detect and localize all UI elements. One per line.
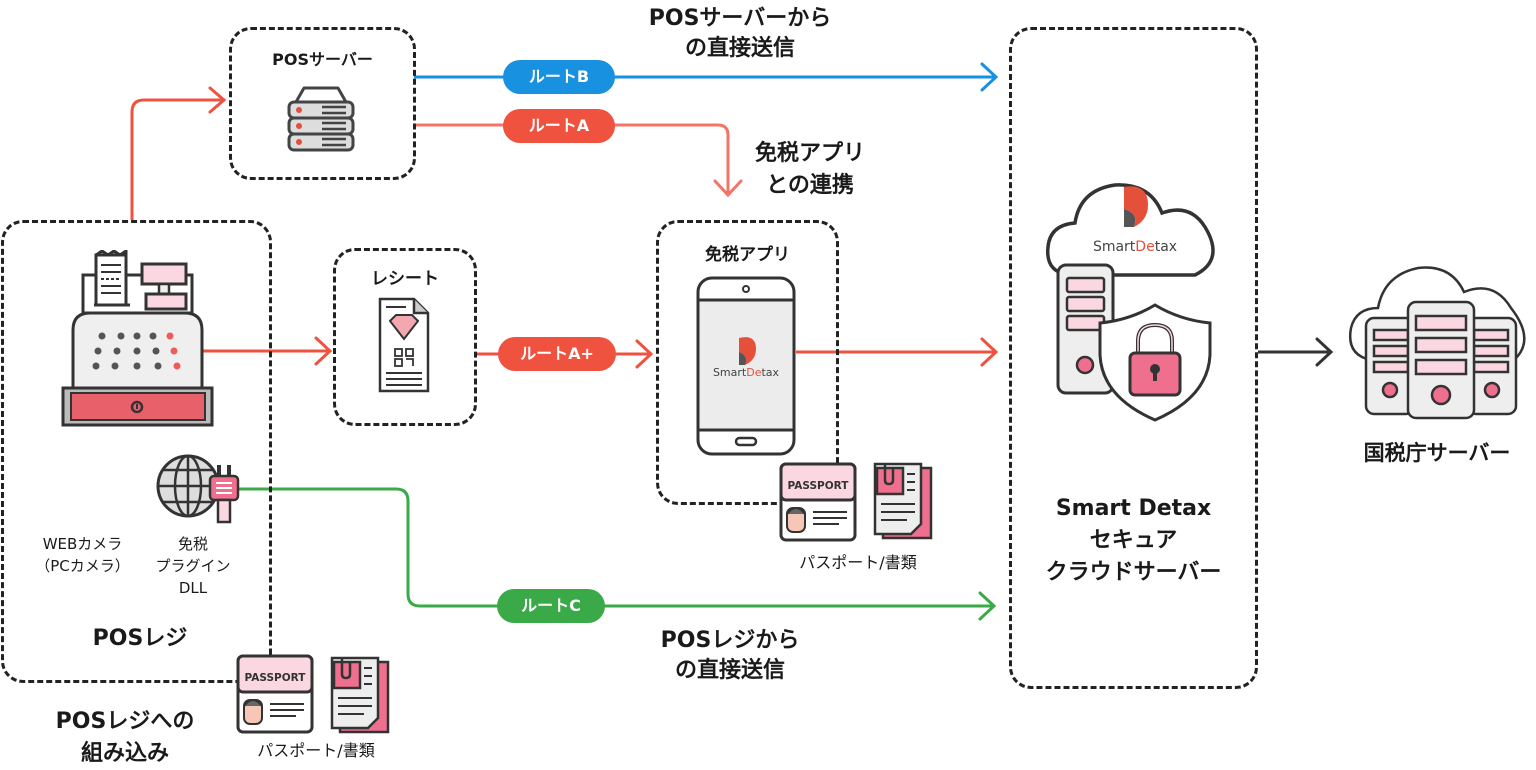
annotation-app-link-line2: との連携: [766, 173, 854, 198]
smartdetax-logo-icon: [739, 337, 756, 365]
cloud-server-title-line1: Smart Detax: [1055, 496, 1212, 521]
annotation-from-pos-server-line1: POSサーバーから: [648, 6, 832, 31]
pos-server-title: POSサーバー: [272, 50, 373, 69]
cloud-brand-name: SmartDetax: [1060, 239, 1210, 255]
annotation-app-link-line1: 免税アプリ: [754, 141, 865, 166]
cloud-server-title-line2: セキュア: [1089, 528, 1178, 553]
annotation-from-pos-register-line2: の直接送信: [674, 658, 785, 683]
pos-register-box: [1, 220, 272, 683]
cloud-server-title: Smart Detax セキュア クラウドサーバー: [1009, 493, 1258, 589]
arrowhead-route-a-plus: [635, 339, 654, 369]
pos-register-title: POSレジ: [92, 626, 188, 651]
receipt-icon: [378, 297, 430, 393]
cash-register-icon: [61, 250, 214, 427]
app-brand-a: Smart: [712, 366, 747, 379]
passport-icon-app: PASSPORT: [779, 462, 857, 542]
cloud-brand-c: tax: [1154, 239, 1178, 255]
nta-cloud-servers-icon: [1348, 266, 1526, 420]
plugin-label-line2: プラグイン: [155, 557, 231, 575]
server-rack-icon: [287, 86, 355, 152]
annotation-app-link: 免税アプリ との連携: [720, 138, 900, 202]
webcam-label: WEBカメラ （PCカメラ）: [25, 533, 140, 577]
annotation-embed-line2: 組み込み: [80, 741, 169, 766]
arrowhead-route-c: [978, 591, 997, 621]
annotation-from-pos-server-line2: の直接送信: [684, 36, 795, 61]
documents-caption-app: パスポート/書類: [799, 553, 917, 572]
connector-register-to-server: [130, 98, 225, 220]
arrowhead-nta: [1315, 337, 1334, 367]
tax-free-app-title: 免税アプリ: [705, 245, 790, 265]
route-a-badge: ルートA: [503, 109, 615, 143]
passport-icon: PASSPORT: [236, 654, 314, 734]
smartphone-icon: [696, 276, 796, 456]
cloud-server-title-line3: クラウドサーバー: [1045, 560, 1222, 585]
documents-icon-app: [873, 462, 933, 540]
arrowhead-receipt: [314, 336, 333, 366]
cloud-brand-a: Smart: [1092, 239, 1136, 255]
route-b-badge: ルートB: [503, 60, 615, 94]
route-c-badge: ルートC: [497, 589, 605, 623]
annotation-from-pos-register: POSレジから の直接送信: [610, 626, 850, 686]
webcam-label-line2: （PCカメラ）: [35, 557, 130, 575]
plugin-label-line1: 免税: [177, 535, 208, 553]
documents-caption-register: パスポート/書類: [257, 741, 375, 760]
cloud-brand-b: De: [1135, 239, 1155, 255]
globe-plugin-icon: [156, 454, 240, 524]
arrowhead-route-b: [980, 62, 999, 92]
diamond-icon: [388, 314, 420, 341]
route-a-plus-badge: ルートA+: [498, 337, 616, 371]
pos-server-box: [229, 27, 416, 180]
app-brand-b: De: [746, 366, 762, 379]
annotation-embed: POSレジへの 組み込み: [20, 706, 230, 770]
passport-text: PASSPORT: [245, 672, 307, 684]
webcam-label-line1: WEBカメラ: [42, 535, 123, 553]
connector-route-c: [236, 487, 993, 608]
annotation-from-pos-register-line1: POSレジから: [660, 628, 800, 653]
passport-text-app: PASSPORT: [788, 480, 850, 492]
app-brand-c: tax: [761, 366, 780, 379]
tax-free-app-box: [656, 220, 839, 505]
annotation-embed-line1: POSレジへの: [55, 709, 195, 734]
plugin-label: 免税 プラグイン DLL: [148, 533, 238, 599]
smartdetax-logo-icon-cloud: [1124, 186, 1148, 227]
secure-cloud-server-icon: [1046, 183, 1215, 422]
arrowhead-app-to-cloud: [980, 337, 999, 367]
receipt-title: レシート: [371, 269, 439, 289]
cloud-icon: [1046, 183, 1215, 277]
documents-icon: [330, 656, 390, 734]
arrowhead-route-a: [713, 179, 743, 198]
app-brand-name: SmartDetax: [696, 366, 796, 380]
cloud-server-box: [1009, 27, 1258, 689]
plugin-label-line3: DLL: [178, 579, 208, 597]
annotation-from-pos-server: POSサーバーから の直接送信: [600, 4, 880, 64]
connector-route-a: [414, 123, 730, 194]
nta-server-title: 国税庁サーバー: [1363, 441, 1511, 465]
receipt-box: [333, 248, 477, 426]
arrowhead-server: [208, 86, 227, 114]
